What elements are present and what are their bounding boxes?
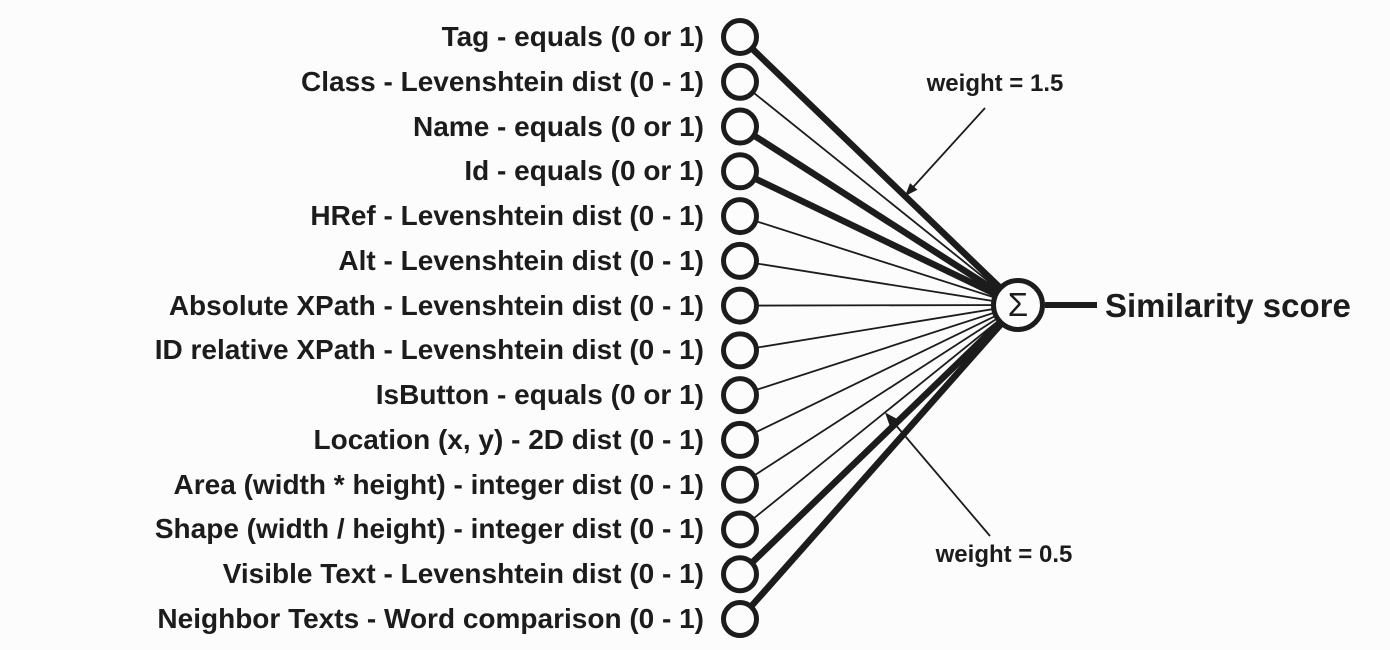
connection-line <box>739 304 1019 307</box>
input-node <box>721 286 759 325</box>
input-node <box>721 241 759 280</box>
weight-high-arrow-head <box>905 183 918 197</box>
input-node <box>721 420 759 459</box>
input-label: Name - equals (0 or 1) <box>413 110 704 142</box>
weight-low-arrow-head <box>885 412 898 426</box>
input-label: Class - Levenshtein dist (0 - 1) <box>301 65 704 97</box>
connection-line <box>739 259 1019 306</box>
input-node <box>721 600 759 639</box>
sum-node: Σ <box>991 278 1045 332</box>
weight-low-arrow-shaft <box>890 418 991 537</box>
connection-line <box>739 304 1019 531</box>
connection-line <box>739 304 1019 486</box>
connection-line <box>739 304 1019 441</box>
input-node <box>721 376 759 415</box>
input-node <box>721 62 759 101</box>
connection-line <box>739 81 1019 306</box>
connection-line <box>739 304 1019 397</box>
input-label: Area (width * height) - integer dist (0 … <box>173 468 704 500</box>
input-label: Id - equals (0 or 1) <box>464 155 704 187</box>
input-label: Neighbor Texts - Word comparison (0 - 1) <box>157 603 704 634</box>
connection-line <box>738 168 1020 308</box>
output-label: Similarity score <box>1105 287 1351 324</box>
input-node <box>721 18 759 56</box>
input-node <box>721 197 759 236</box>
connection-line <box>739 215 1019 306</box>
input-label: Shape (width / height) - integer dist (0… <box>154 513 704 545</box>
weight-annotation-high: weight = 1.5 <box>926 70 1064 97</box>
input-node <box>721 331 759 370</box>
input-label: Absolute XPath - Levenshtein dist (0 - 1… <box>168 289 704 321</box>
input-label: HRef - Levenshtein dist (0 - 1) <box>310 200 704 232</box>
input-label: Tag - equals (0 or 1) <box>441 21 704 52</box>
connection-line <box>739 304 1019 352</box>
input-label: Location (x, y) - 2D dist (0 - 1) <box>313 423 704 455</box>
weight-annotation-low: weight = 0.5 <box>935 541 1073 568</box>
connection-line <box>737 34 1021 308</box>
input-node <box>721 510 759 549</box>
weight-high-arrow-shaft <box>910 107 986 191</box>
input-node <box>721 152 759 191</box>
connection-line <box>737 302 1021 622</box>
input-label: Alt - Levenshtein dist (0 - 1) <box>338 244 704 276</box>
input-label: Visible Text - Levenshtein dist (0 - 1) <box>222 558 704 590</box>
input-label: IsButton - equals (0 or 1) <box>375 379 704 411</box>
input-node <box>721 465 759 504</box>
sigma-symbol: Σ <box>1007 285 1029 323</box>
connection-line <box>737 302 1021 577</box>
connection-line <box>738 123 1020 308</box>
input-node <box>721 107 759 146</box>
input-node <box>721 555 759 594</box>
input-label: ID relative XPath - Levenshtein dist (0 … <box>154 334 704 366</box>
